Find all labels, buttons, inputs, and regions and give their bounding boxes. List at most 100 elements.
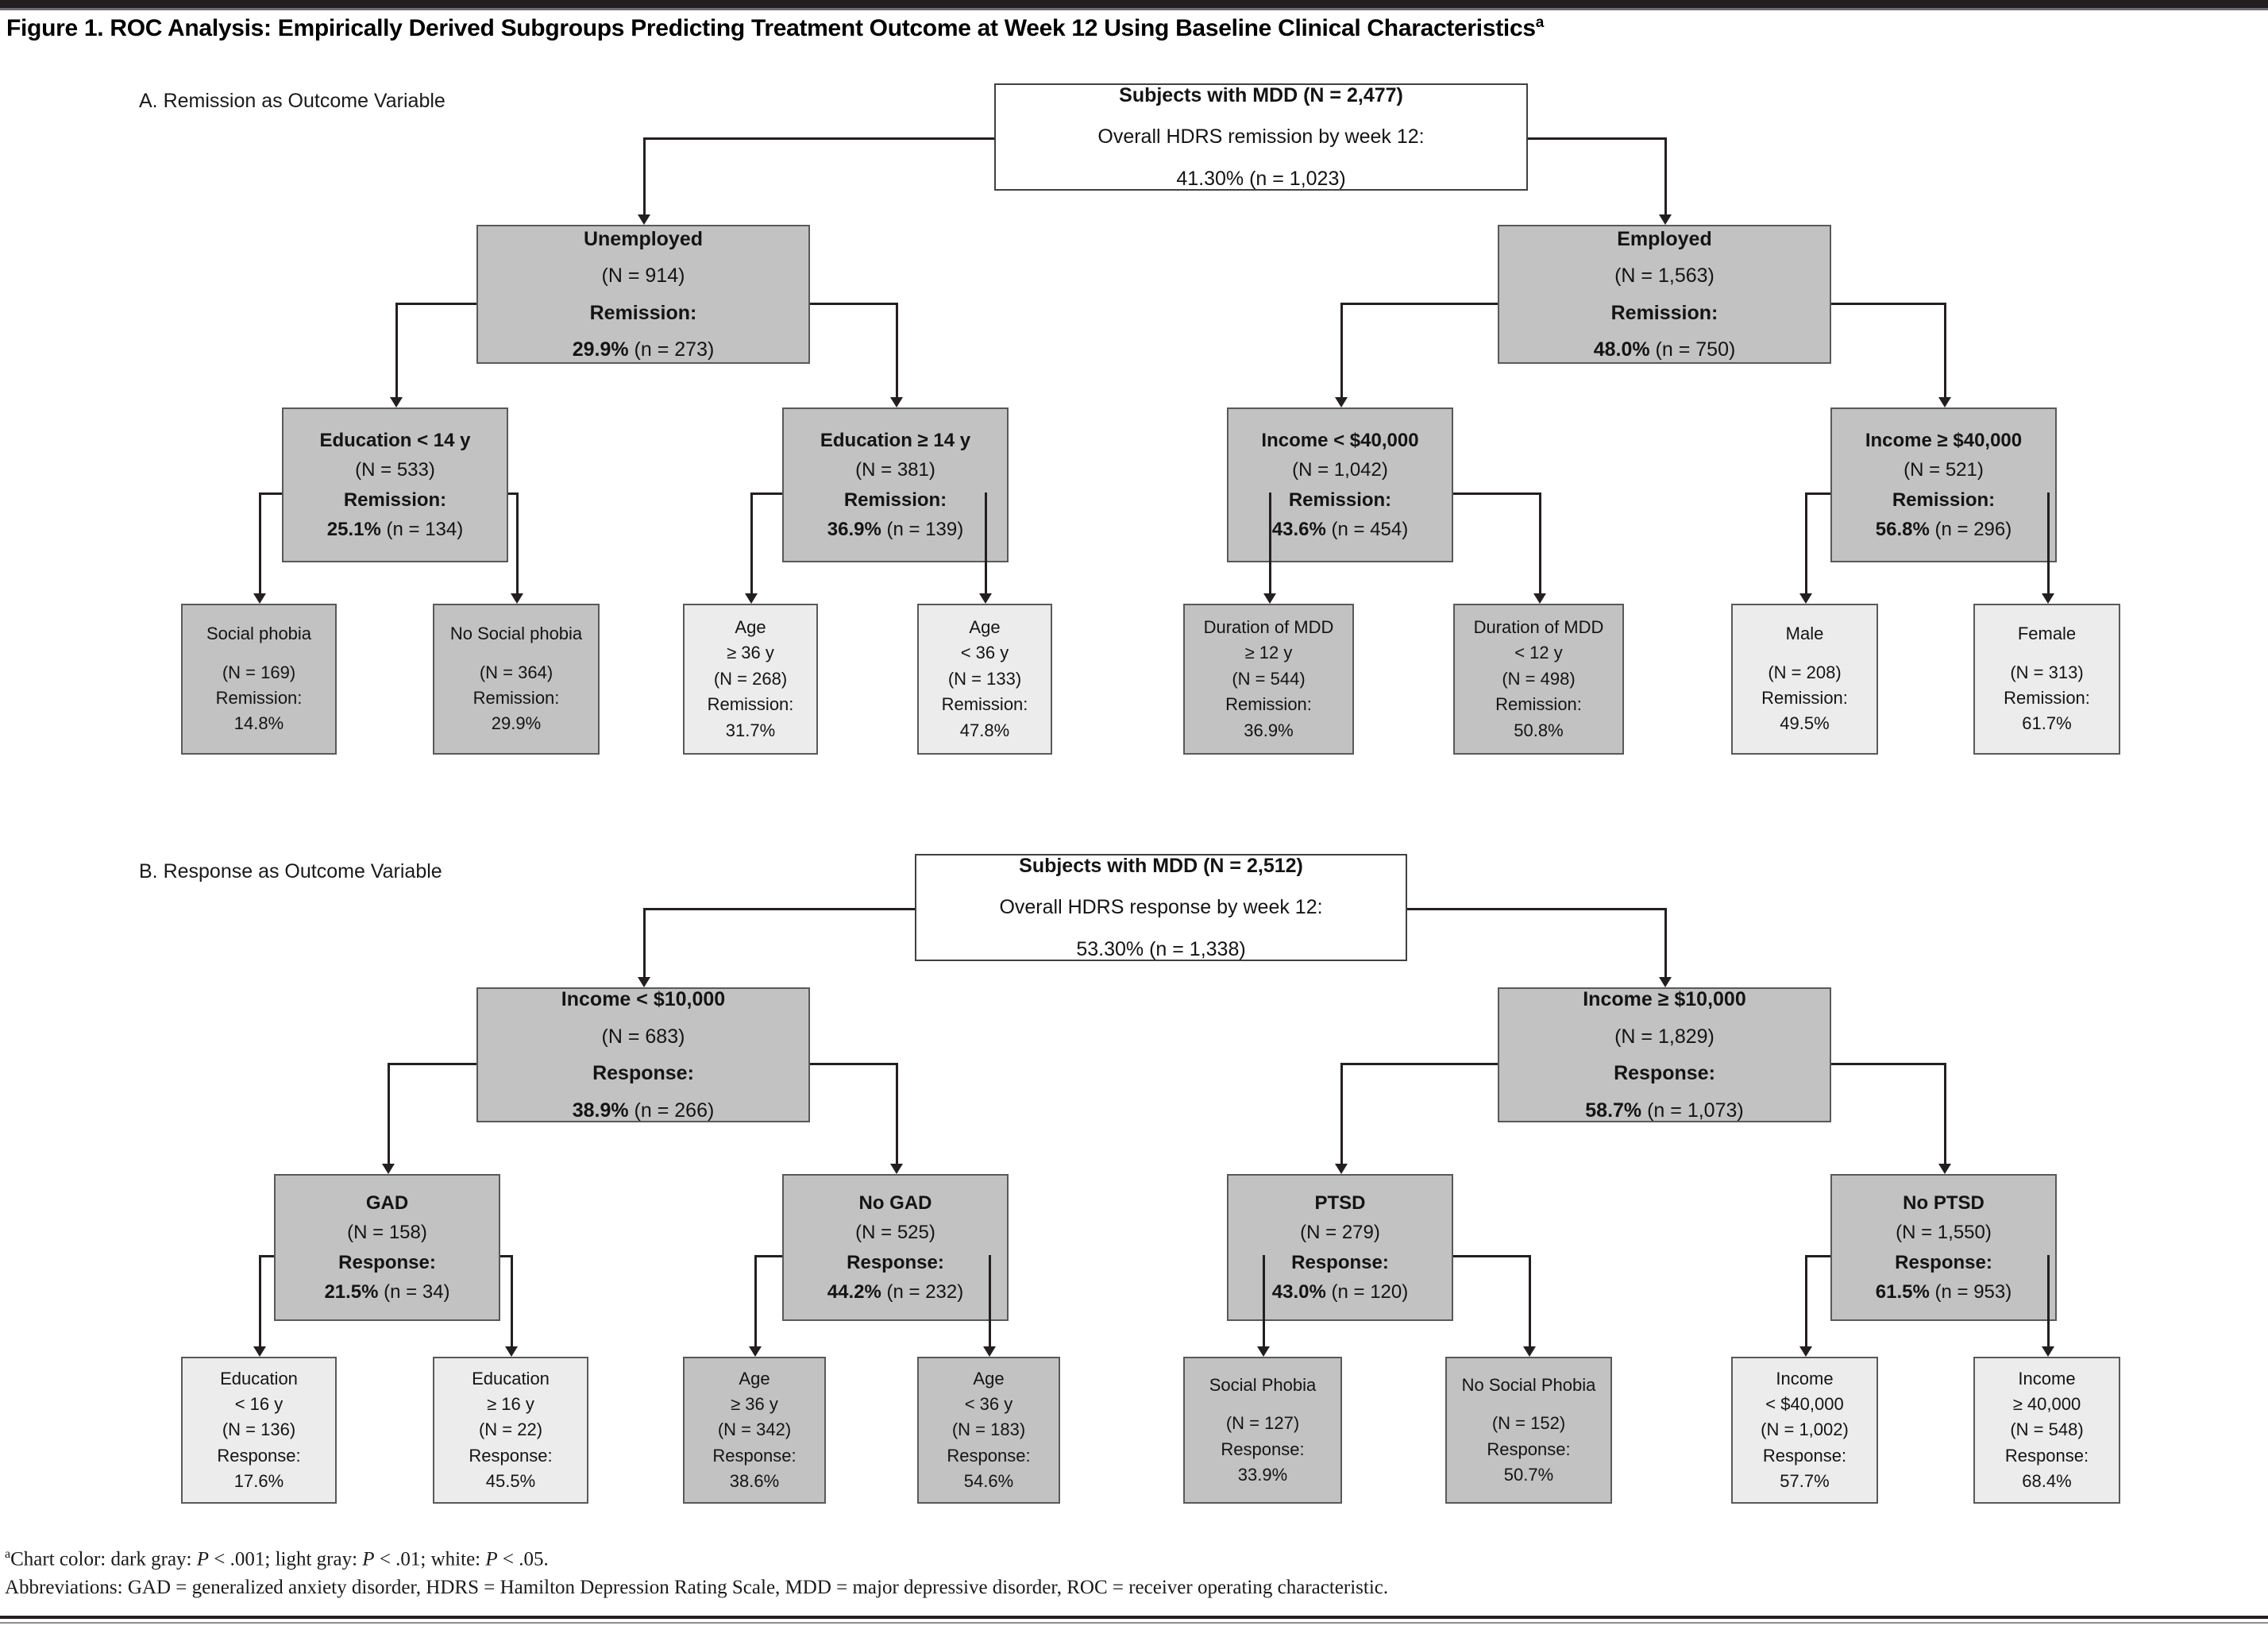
level3-left-branch-horizontal — [750, 492, 782, 495]
b-level3-node-0: GAD(N = 158)Response:21.5% (n = 34) — [274, 1174, 500, 1321]
leaf-title: Income — [1776, 1368, 1834, 1388]
node-outcome-value: 44.2% (n = 232) — [827, 1280, 964, 1303]
node-outcome-label: Remission: — [1610, 301, 1718, 324]
root-outcome-value: 41.30% (n = 1,023) — [1176, 167, 1346, 190]
leaf-title: Female — [2017, 624, 2077, 644]
node-title: Employed — [1617, 227, 1712, 250]
leaf-subtitle: < 12 y — [1514, 643, 1563, 663]
leaf-title: Age — [973, 1368, 1005, 1388]
level3-left-arrow — [1257, 1346, 1270, 1357]
a-level2-node-0: Unemployed(N = 914)Remission:29.9% (n = … — [476, 225, 810, 364]
leaf-subtitle: ≥ 36 y — [731, 1393, 778, 1414]
footnote-p-2: P — [362, 1548, 375, 1570]
node-sample-size: (N = 1,550) — [1896, 1222, 1992, 1244]
root-right-branch-vertical — [1664, 908, 1667, 977]
leaf-outcome-label: Remission: — [1761, 688, 1848, 708]
leaf-sample-size: (N = 268) — [713, 668, 788, 689]
leaf-title: Social Phobia — [1209, 1374, 1317, 1395]
node-outcome-percent: 58.7% — [1585, 1099, 1642, 1122]
leaf-title: No Social Phobia — [1461, 1374, 1596, 1395]
b-leaf-node-0: Education< 16 y(N = 136)Response:17.6% — [181, 1357, 337, 1504]
leaf-outcome-value: 47.8% — [959, 720, 1010, 740]
node-outcome-label: Response: — [1614, 1062, 1715, 1084]
root-right-branch-vertical — [1664, 137, 1667, 214]
footnote-abbreviations: Abbreviations: GAD = generalized anxiety… — [5, 1577, 1389, 1598]
figure-title-text: Figure 1. ROC Analysis: Empirically Deri… — [6, 15, 1536, 41]
b-leaf-node-1: Education≥ 16 y(N = 22)Response:45.5% — [433, 1357, 588, 1504]
level3-left-branch-vertical — [754, 1255, 757, 1346]
a-leaf-node-7: Female(N = 313)Remission:61.7% — [1973, 604, 2120, 755]
level3-left-branch-vertical — [1269, 492, 1271, 593]
level3-right-branch-vertical — [1529, 1255, 1531, 1346]
node-sample-size: (N = 525) — [855, 1222, 935, 1244]
leaf-title: Age — [735, 617, 766, 638]
footnote-p-3: P — [485, 1548, 498, 1570]
top-rule — [0, 0, 2268, 8]
level2-right-arrow — [890, 1164, 903, 1174]
node-outcome-value: 43.0% (n = 120) — [1271, 1280, 1409, 1303]
leaf-sample-size: (N = 498) — [1502, 668, 1576, 689]
leaf-outcome-value: 57.7% — [1780, 1471, 1830, 1492]
footnote-v-2: < .01; white: — [374, 1548, 486, 1570]
b-level3-node-2: PTSD (N = 279) Response: 43.0% (n = 120) — [1227, 1174, 1453, 1321]
level3-right-branch-vertical — [985, 492, 987, 593]
leaf-outcome-label: Response: — [1221, 1439, 1305, 1459]
leaf-sample-size: (N = 1,002) — [1761, 1419, 1849, 1440]
footnote-color-pre: Chart color: dark gray: — [10, 1548, 197, 1570]
level2-right-branch-horizontal — [1831, 303, 1944, 305]
node-title: No GAD — [858, 1192, 932, 1215]
level3-left-branch-horizontal — [259, 1255, 274, 1257]
top-rule-secondary — [0, 8, 2268, 10]
level3-right-branch-vertical — [989, 1255, 991, 1346]
level3-left-arrow — [1263, 593, 1276, 604]
leaf-subtitle: < 16 y — [234, 1393, 284, 1414]
level3-left-branch-vertical — [259, 492, 261, 593]
node-title: PTSD — [1314, 1192, 1366, 1215]
footnote-v-3: < .05. — [497, 1548, 549, 1570]
node-sample-size: (N = 279) — [1300, 1222, 1380, 1244]
a-level3-node-1: Education ≥ 14 y(N = 381)Remission:36.9%… — [782, 407, 1009, 562]
node-sample-size: (N = 1,829) — [1614, 1025, 1714, 1048]
level3-left-arrow — [749, 1346, 762, 1357]
root-left-branch-vertical — [643, 137, 646, 214]
level3-left-arrow — [253, 593, 266, 604]
node-title: Unemployed — [583, 227, 704, 250]
b-level3-node-1: No GAD(N = 525)Response:44.2% (n = 232) — [782, 1174, 1009, 1321]
leaf-outcome-label: Remission: — [472, 688, 560, 708]
figure-title: Figure 1. ROC Analysis: Empirically Deri… — [6, 14, 1544, 42]
leaf-subtitle: ≥ 16 y — [487, 1393, 534, 1414]
node-outcome-label: Response: — [1291, 1251, 1389, 1273]
leaf-sample-size: (N = 364) — [479, 662, 554, 682]
level2-left-arrow — [1335, 1164, 1348, 1174]
node-outcome-percent: 43.0% — [1271, 1280, 1326, 1303]
root-title: Subjects with MDD (N = 2,512) — [1019, 854, 1303, 877]
level3-right-branch-horizontal — [1453, 492, 1539, 495]
leaf-outcome-value: 68.4% — [2022, 1471, 2072, 1492]
node-outcome-value: 38.9% (n = 266) — [572, 1099, 715, 1122]
leaf-outcome-label: Response: — [217, 1445, 301, 1466]
leaf-outcome-label: Remission: — [941, 694, 1028, 715]
leaf-outcome-value: 17.6% — [233, 1471, 284, 1492]
node-title: Income < $40,000 — [1261, 430, 1419, 452]
leaf-sample-size: (N = 133) — [947, 668, 1022, 689]
node-sample-size: (N = 533) — [355, 459, 435, 481]
level3-right-branch-horizontal — [508, 492, 516, 495]
leaf-outcome-label: Response: — [947, 1445, 1031, 1466]
node-sample-size: (N = 381) — [855, 459, 935, 481]
node-outcome-percent: 44.2% — [827, 1280, 881, 1303]
level2-right-arrow — [890, 397, 903, 407]
root-right-arrow — [1659, 214, 1672, 225]
bottom-rule — [0, 1616, 2268, 1619]
level3-right-branch-horizontal — [500, 1255, 511, 1257]
leaf-outcome-label: Response: — [2004, 1445, 2089, 1466]
level3-left-branch-horizontal — [259, 492, 282, 495]
level3-right-arrow — [505, 1346, 518, 1357]
figure-title-superscript: a — [1535, 14, 1545, 31]
node-outcome-percent: 43.6% — [1271, 518, 1326, 540]
leaf-title: Male — [1785, 624, 1824, 644]
leaf-outcome-value: 54.6% — [963, 1471, 1014, 1492]
b-leaf-node-4: Social Phobia(N = 127)Response:33.9% — [1183, 1357, 1342, 1504]
leaf-subtitle: < 36 y — [960, 643, 1009, 663]
node-sample-size: (N = 158) — [347, 1222, 427, 1244]
leaf-outcome-value: 50.7% — [1503, 1464, 1554, 1485]
